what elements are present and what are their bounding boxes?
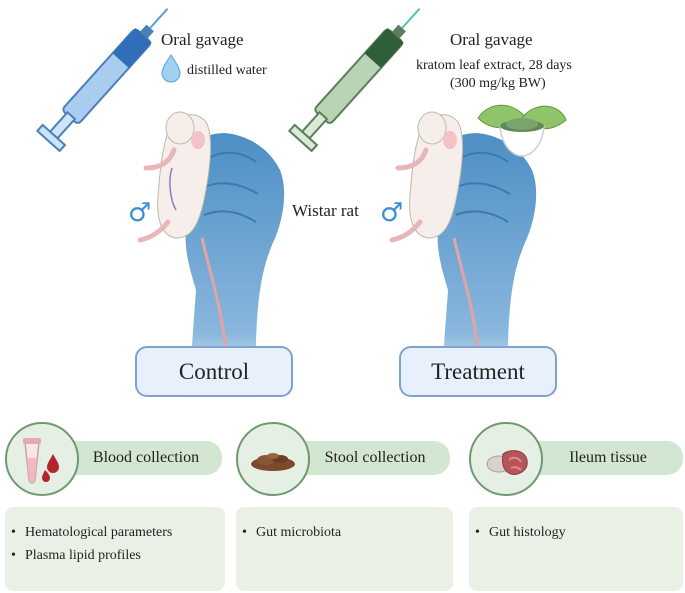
treatment-group-label: Treatment — [399, 346, 557, 397]
stool-collection-box: Gut microbiota — [236, 507, 453, 591]
water-drop-icon — [161, 54, 181, 83]
treatment-gavage-detail-1: kratom leaf extract, 28 days — [416, 58, 572, 73]
stool-collection-pill: Stool collection — [300, 441, 450, 475]
male-symbol-left-icon: ♂ — [128, 198, 152, 228]
control-group-label: Control — [135, 346, 293, 397]
animal-label: Wistar rat — [292, 201, 359, 220]
stool-icon — [236, 422, 310, 496]
stool-collection-title: Stool collection — [324, 449, 426, 466]
treatment-gavage-title: Oral gavage — [450, 30, 533, 49]
list-item: Plasma lipid profiles — [9, 544, 225, 567]
kratom-bowl-icon — [477, 104, 567, 157]
treatment-gavage-detail-2: (300 mg/kg BW) — [450, 76, 546, 91]
treatment-group-text: Treatment — [431, 358, 525, 384]
control-gavage-detail: distilled water — [187, 63, 267, 78]
list-item: Hematological parameters — [9, 521, 225, 544]
list-item: Gut histology — [473, 521, 683, 544]
ileum-tissue-pill: Ileum tissue — [533, 441, 683, 475]
blood-collection-pill: Blood collection — [70, 441, 222, 475]
blood-collection-title: Blood collection — [92, 449, 200, 466]
syringe-left-icon — [35, 7, 169, 153]
rat-right-icon — [389, 111, 480, 353]
syringe-right-icon — [287, 7, 421, 153]
male-symbol-right-icon: ♂ — [380, 198, 404, 228]
blood-tube-icon — [5, 422, 79, 496]
list-item: Gut microbiota — [240, 521, 453, 544]
control-group-text: Control — [178, 358, 250, 384]
ileum-tissue-box: Gut histology — [469, 507, 683, 591]
rat-left-icon — [137, 111, 228, 353]
ileum-icon — [469, 422, 543, 496]
control-gavage-title: Oral gavage — [161, 30, 244, 49]
gavage-illustration — [35, 7, 567, 400]
blood-collection-box: Hematological parameters Plasma lipid pr… — [5, 507, 225, 591]
ileum-tissue-title: Ileum tissue — [569, 449, 647, 466]
